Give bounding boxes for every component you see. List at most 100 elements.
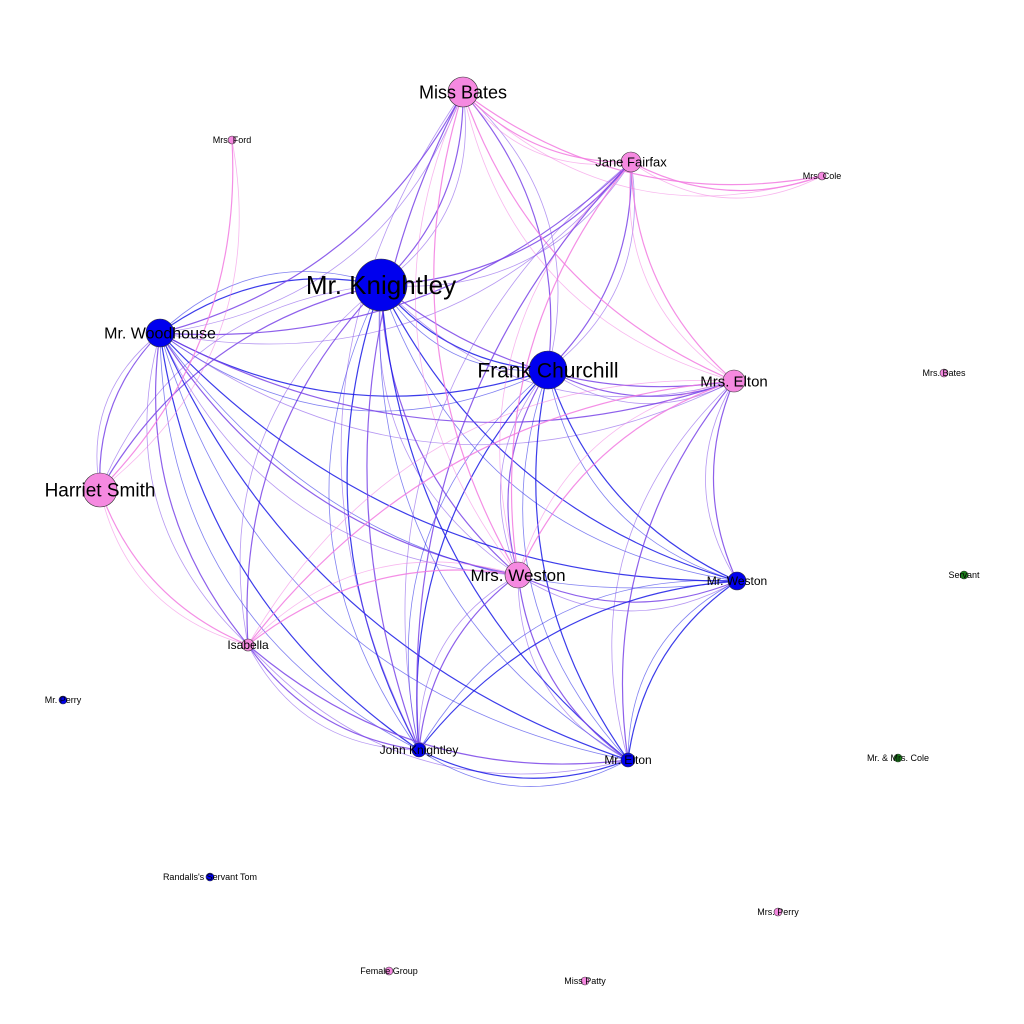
node-perry_mrs[interactable] bbox=[773, 907, 783, 917]
edge-fairfax-weston_mrs bbox=[499, 161, 632, 576]
edge-knightley-isabella bbox=[239, 284, 382, 646]
edge-churchill-weston_mr bbox=[547, 369, 738, 582]
node-ford[interactable] bbox=[227, 135, 237, 145]
edge-elton_mrs-weston_mr bbox=[705, 380, 738, 582]
edge-fairfax-john bbox=[416, 161, 632, 751]
edge-churchill-bates bbox=[462, 91, 552, 371]
edges-layer bbox=[96, 91, 823, 787]
node-label-perry_mr: Mr. Perry bbox=[45, 695, 82, 705]
edge-woodhouse-elton_mr bbox=[159, 332, 629, 761]
edge-elton_mrs-weston_mrs bbox=[517, 380, 735, 576]
node-coles[interactable] bbox=[893, 753, 903, 763]
edge-woodhouse-john bbox=[159, 332, 420, 751]
node-label-weston_mrs: Mrs. Weston bbox=[470, 566, 565, 585]
edge-fairfax-elton_mrs bbox=[629, 161, 735, 382]
node-label-bates_mrs: Mrs. Bates bbox=[922, 368, 966, 378]
node-label-coles: Mr. & Mrs. Cole bbox=[867, 753, 929, 763]
edge-churchill-weston_mrs bbox=[507, 369, 549, 576]
node-john[interactable] bbox=[411, 742, 427, 758]
node-label-perry_mrs: Mrs. Perry bbox=[757, 907, 799, 917]
node-churchill[interactable] bbox=[528, 350, 568, 390]
node-label-servant: Servant bbox=[948, 570, 980, 580]
edge-churchill-fairfax bbox=[547, 161, 635, 371]
edge-bates-john bbox=[366, 91, 464, 751]
node-fairfax[interactable] bbox=[620, 151, 642, 173]
node-bates[interactable] bbox=[447, 76, 479, 108]
edge-bates-elton_mrs bbox=[462, 91, 735, 382]
node-servant[interactable] bbox=[959, 570, 969, 580]
edge-knightley-harriet bbox=[99, 284, 382, 491]
edge-elton_mrs-elton_mr bbox=[611, 380, 735, 761]
edge-weston_mrs-elton_mr bbox=[517, 574, 629, 761]
node-elton_mrs[interactable] bbox=[722, 369, 746, 393]
edge-churchill-elton_mrs bbox=[547, 369, 735, 405]
edge-woodhouse-harriet bbox=[99, 332, 161, 491]
edge-bates-cole_mrs bbox=[462, 91, 823, 197]
node-weston_mrs[interactable] bbox=[504, 561, 532, 589]
edge-woodhouse-harriet bbox=[96, 332, 161, 491]
edge-churchill-bates bbox=[462, 91, 559, 371]
edge-isabella-elton_mr bbox=[247, 644, 629, 765]
nodes-layer bbox=[58, 76, 969, 986]
edge-knightley-weston_mr bbox=[380, 284, 738, 582]
node-woodhouse[interactable] bbox=[145, 318, 175, 348]
node-tom[interactable] bbox=[205, 872, 215, 882]
node-label-tom: Randalls's Servant Tom bbox=[163, 872, 257, 882]
edge-bates-fairfax bbox=[462, 91, 632, 165]
edge-elton_mrs-isabella bbox=[247, 379, 735, 646]
edge-isabella-john bbox=[247, 644, 420, 751]
edge-knightley-elton_mr bbox=[380, 284, 629, 761]
edge-isabella-elton_mr bbox=[247, 644, 629, 775]
edge-woodhouse-weston_mrs bbox=[159, 332, 519, 576]
node-label-cole_mrs: Mrs. Cole bbox=[803, 171, 842, 181]
node-perry_mr[interactable] bbox=[58, 695, 68, 705]
node-bates_mrs[interactable] bbox=[939, 368, 949, 378]
edge-knightley-elton_mr bbox=[379, 284, 629, 761]
edge-john-elton_mr bbox=[418, 749, 629, 779]
node-label-elton_mr: Mr. Elton bbox=[604, 753, 651, 767]
node-label-weston_mr: Mr. Weston bbox=[707, 574, 767, 588]
edge-knightley-woodhouse bbox=[159, 271, 382, 334]
edge-woodhouse-churchill bbox=[159, 332, 549, 412]
node-knightley[interactable] bbox=[354, 258, 408, 312]
edge-harriet-isabella bbox=[99, 489, 249, 646]
edge-harriet-ford bbox=[99, 139, 234, 491]
edge-weston_mr-elton_mr bbox=[627, 580, 738, 761]
node-cole_mrs[interactable] bbox=[817, 171, 827, 181]
edge-fairfax-cole_mrs bbox=[630, 161, 823, 199]
edge-knightley-bates bbox=[380, 91, 466, 286]
edge-elton_mrs-elton_mr bbox=[621, 380, 735, 761]
edge-knightley-harriet bbox=[99, 284, 382, 491]
node-weston_mr[interactable] bbox=[727, 571, 747, 591]
node-patty[interactable] bbox=[580, 976, 590, 986]
edge-knightley-weston_mr bbox=[380, 284, 738, 582]
node-elton_mr[interactable] bbox=[620, 752, 636, 768]
node-label-patty: Miss Patty bbox=[564, 976, 606, 986]
edge-churchill-elton_mr bbox=[535, 369, 629, 761]
edge-woodhouse-elton_mrs bbox=[159, 332, 735, 424]
edge-woodhouse-isabella bbox=[146, 332, 249, 646]
edge-churchill-fairfax bbox=[547, 161, 632, 371]
edge-churchill-elton_mrs bbox=[547, 369, 735, 397]
edge-churchill-john bbox=[416, 369, 549, 751]
node-harriet[interactable] bbox=[82, 472, 118, 508]
node-label-harriet: Harriet Smith bbox=[45, 481, 156, 502]
edge-weston_mrs-weston_mr bbox=[517, 574, 738, 612]
edge-john-elton_mr bbox=[418, 749, 629, 787]
edge-harriet-ford bbox=[99, 139, 240, 491]
node-label-knightley: Mr. Knightley bbox=[306, 270, 456, 300]
node-label-isabella: Isabella bbox=[227, 638, 269, 652]
edge-weston_mrs-john bbox=[418, 574, 519, 751]
edge-churchill-weston_mrs bbox=[500, 369, 549, 576]
edge-fairfax-weston_mrs bbox=[510, 161, 632, 576]
edge-woodhouse-john bbox=[159, 332, 420, 751]
edge-bates-john bbox=[340, 91, 464, 751]
edge-knightley-bates bbox=[380, 91, 464, 286]
node-label-female_group: Female Group bbox=[360, 966, 418, 976]
edge-woodhouse-isabella bbox=[155, 332, 249, 646]
edge-knightley-isabella bbox=[246, 284, 382, 646]
node-female_group[interactable] bbox=[384, 966, 394, 976]
edge-fairfax-elton_mrs bbox=[630, 161, 735, 382]
node-isabella[interactable] bbox=[241, 638, 255, 652]
